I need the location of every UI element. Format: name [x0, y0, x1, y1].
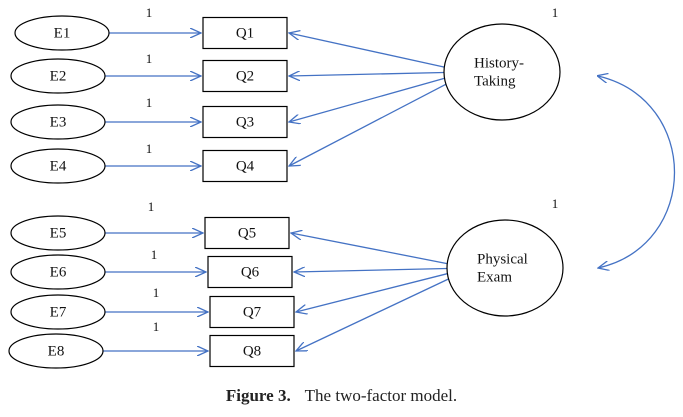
factor-node-physical-exam: [446, 219, 564, 317]
factor-correlation-arrow: [598, 76, 675, 268]
error-label-e5: E5: [50, 225, 67, 241]
loading-path-q5: [291, 233, 448, 265]
error-label-e4: E4: [50, 158, 67, 174]
error-node-e2: [10, 58, 106, 94]
error-path-weight-8: 1: [153, 319, 160, 334]
item-box-q4: [202, 149, 288, 183]
item-box-q8: [209, 334, 295, 368]
factor-label-history-taking-line-2: Taking: [474, 73, 516, 89]
error-path-weight-4: 1: [146, 141, 153, 156]
item-label-q8: Q8: [243, 343, 261, 359]
item-label-q7: Q7: [243, 304, 262, 320]
item-box-q7: [209, 295, 295, 329]
factor-variance-label-physical-exam: 1: [552, 196, 559, 211]
error-label-e7: E7: [50, 304, 67, 320]
error-label-e8: E8: [48, 343, 65, 359]
error-path-weight-2: 1: [146, 51, 153, 66]
error-node-e7: [10, 294, 106, 330]
figure-caption-text: The two-factor model.: [304, 386, 458, 405]
error-path-weight-1: 1: [146, 5, 153, 20]
item-box-q6: [207, 255, 293, 289]
error-label-e6: E6: [50, 264, 67, 280]
item-label-q1: Q1: [236, 25, 254, 41]
loading-path-q7: [296, 272, 449, 312]
error-label-e1: E1: [54, 25, 71, 41]
factor-node-history-taking: [443, 23, 561, 121]
error-node-e4: [10, 148, 106, 184]
factor-label-physical-exam-line-1: Physical: [477, 251, 528, 267]
error-label-e2: E2: [50, 68, 67, 84]
item-label-q2: Q2: [236, 68, 254, 84]
item-label-q6: Q6: [241, 264, 260, 280]
item-box-q2: [202, 59, 288, 93]
item-label-q4: Q4: [236, 158, 255, 174]
item-box-q3: [202, 105, 288, 139]
error-node-e6: [10, 254, 106, 290]
error-path-weight-3: 1: [146, 95, 153, 110]
loading-path-q2: [289, 72, 445, 76]
error-path-weight-5: 1: [148, 199, 155, 214]
error-path-weight-7: 1: [153, 285, 160, 300]
error-node-e5: [10, 215, 106, 251]
loading-path-q3: [289, 77, 446, 122]
loading-path-q8: [296, 277, 452, 351]
item-box-q5: [204, 216, 290, 250]
error-node-e1: [14, 15, 110, 51]
error-node-e8: [8, 333, 104, 369]
item-box-q1: [202, 16, 288, 50]
error-path-weight-6: 1: [151, 247, 158, 262]
factor-label-history-taking-line-1: History-: [474, 55, 524, 71]
figure-number: Figure 3.: [225, 386, 291, 405]
loading-path-q1: [289, 33, 446, 68]
error-node-e3: [10, 104, 106, 140]
figure-caption: Figure 3. The two-factor model.: [0, 386, 683, 406]
item-label-q5: Q5: [238, 225, 256, 241]
loading-path-q4: [289, 82, 450, 166]
factor-variance-label-history-taking: 1: [552, 5, 559, 20]
loading-path-q6: [294, 269, 448, 272]
factor-label-physical-exam-line-2: Exam: [477, 269, 512, 285]
item-label-q3: Q3: [236, 114, 254, 130]
error-label-e3: E3: [50, 114, 67, 130]
